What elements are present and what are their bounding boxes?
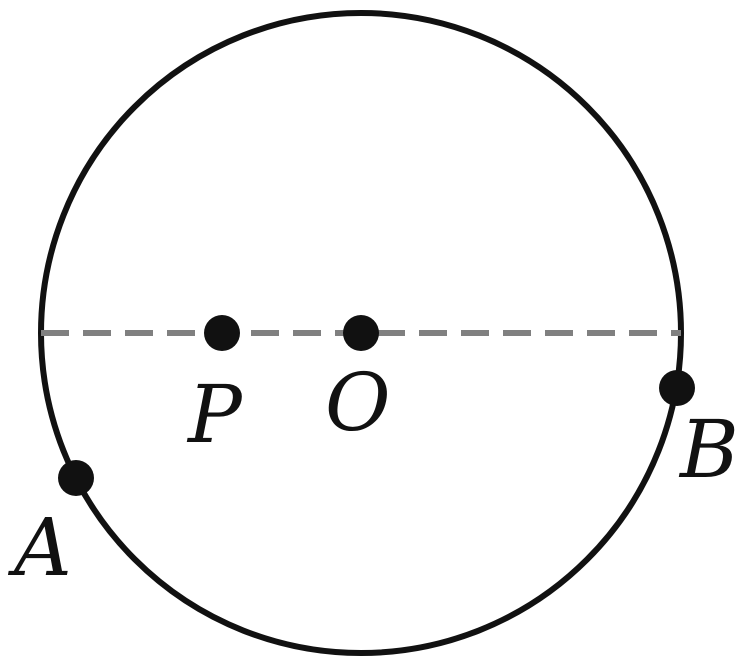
point-b <box>659 370 695 406</box>
label-b: B <box>678 403 739 496</box>
point-p <box>204 315 240 351</box>
point-o <box>343 315 379 351</box>
label-a: A <box>7 501 72 594</box>
label-p: P <box>186 368 243 461</box>
label-o: O <box>325 356 391 449</box>
point-a <box>58 460 94 496</box>
